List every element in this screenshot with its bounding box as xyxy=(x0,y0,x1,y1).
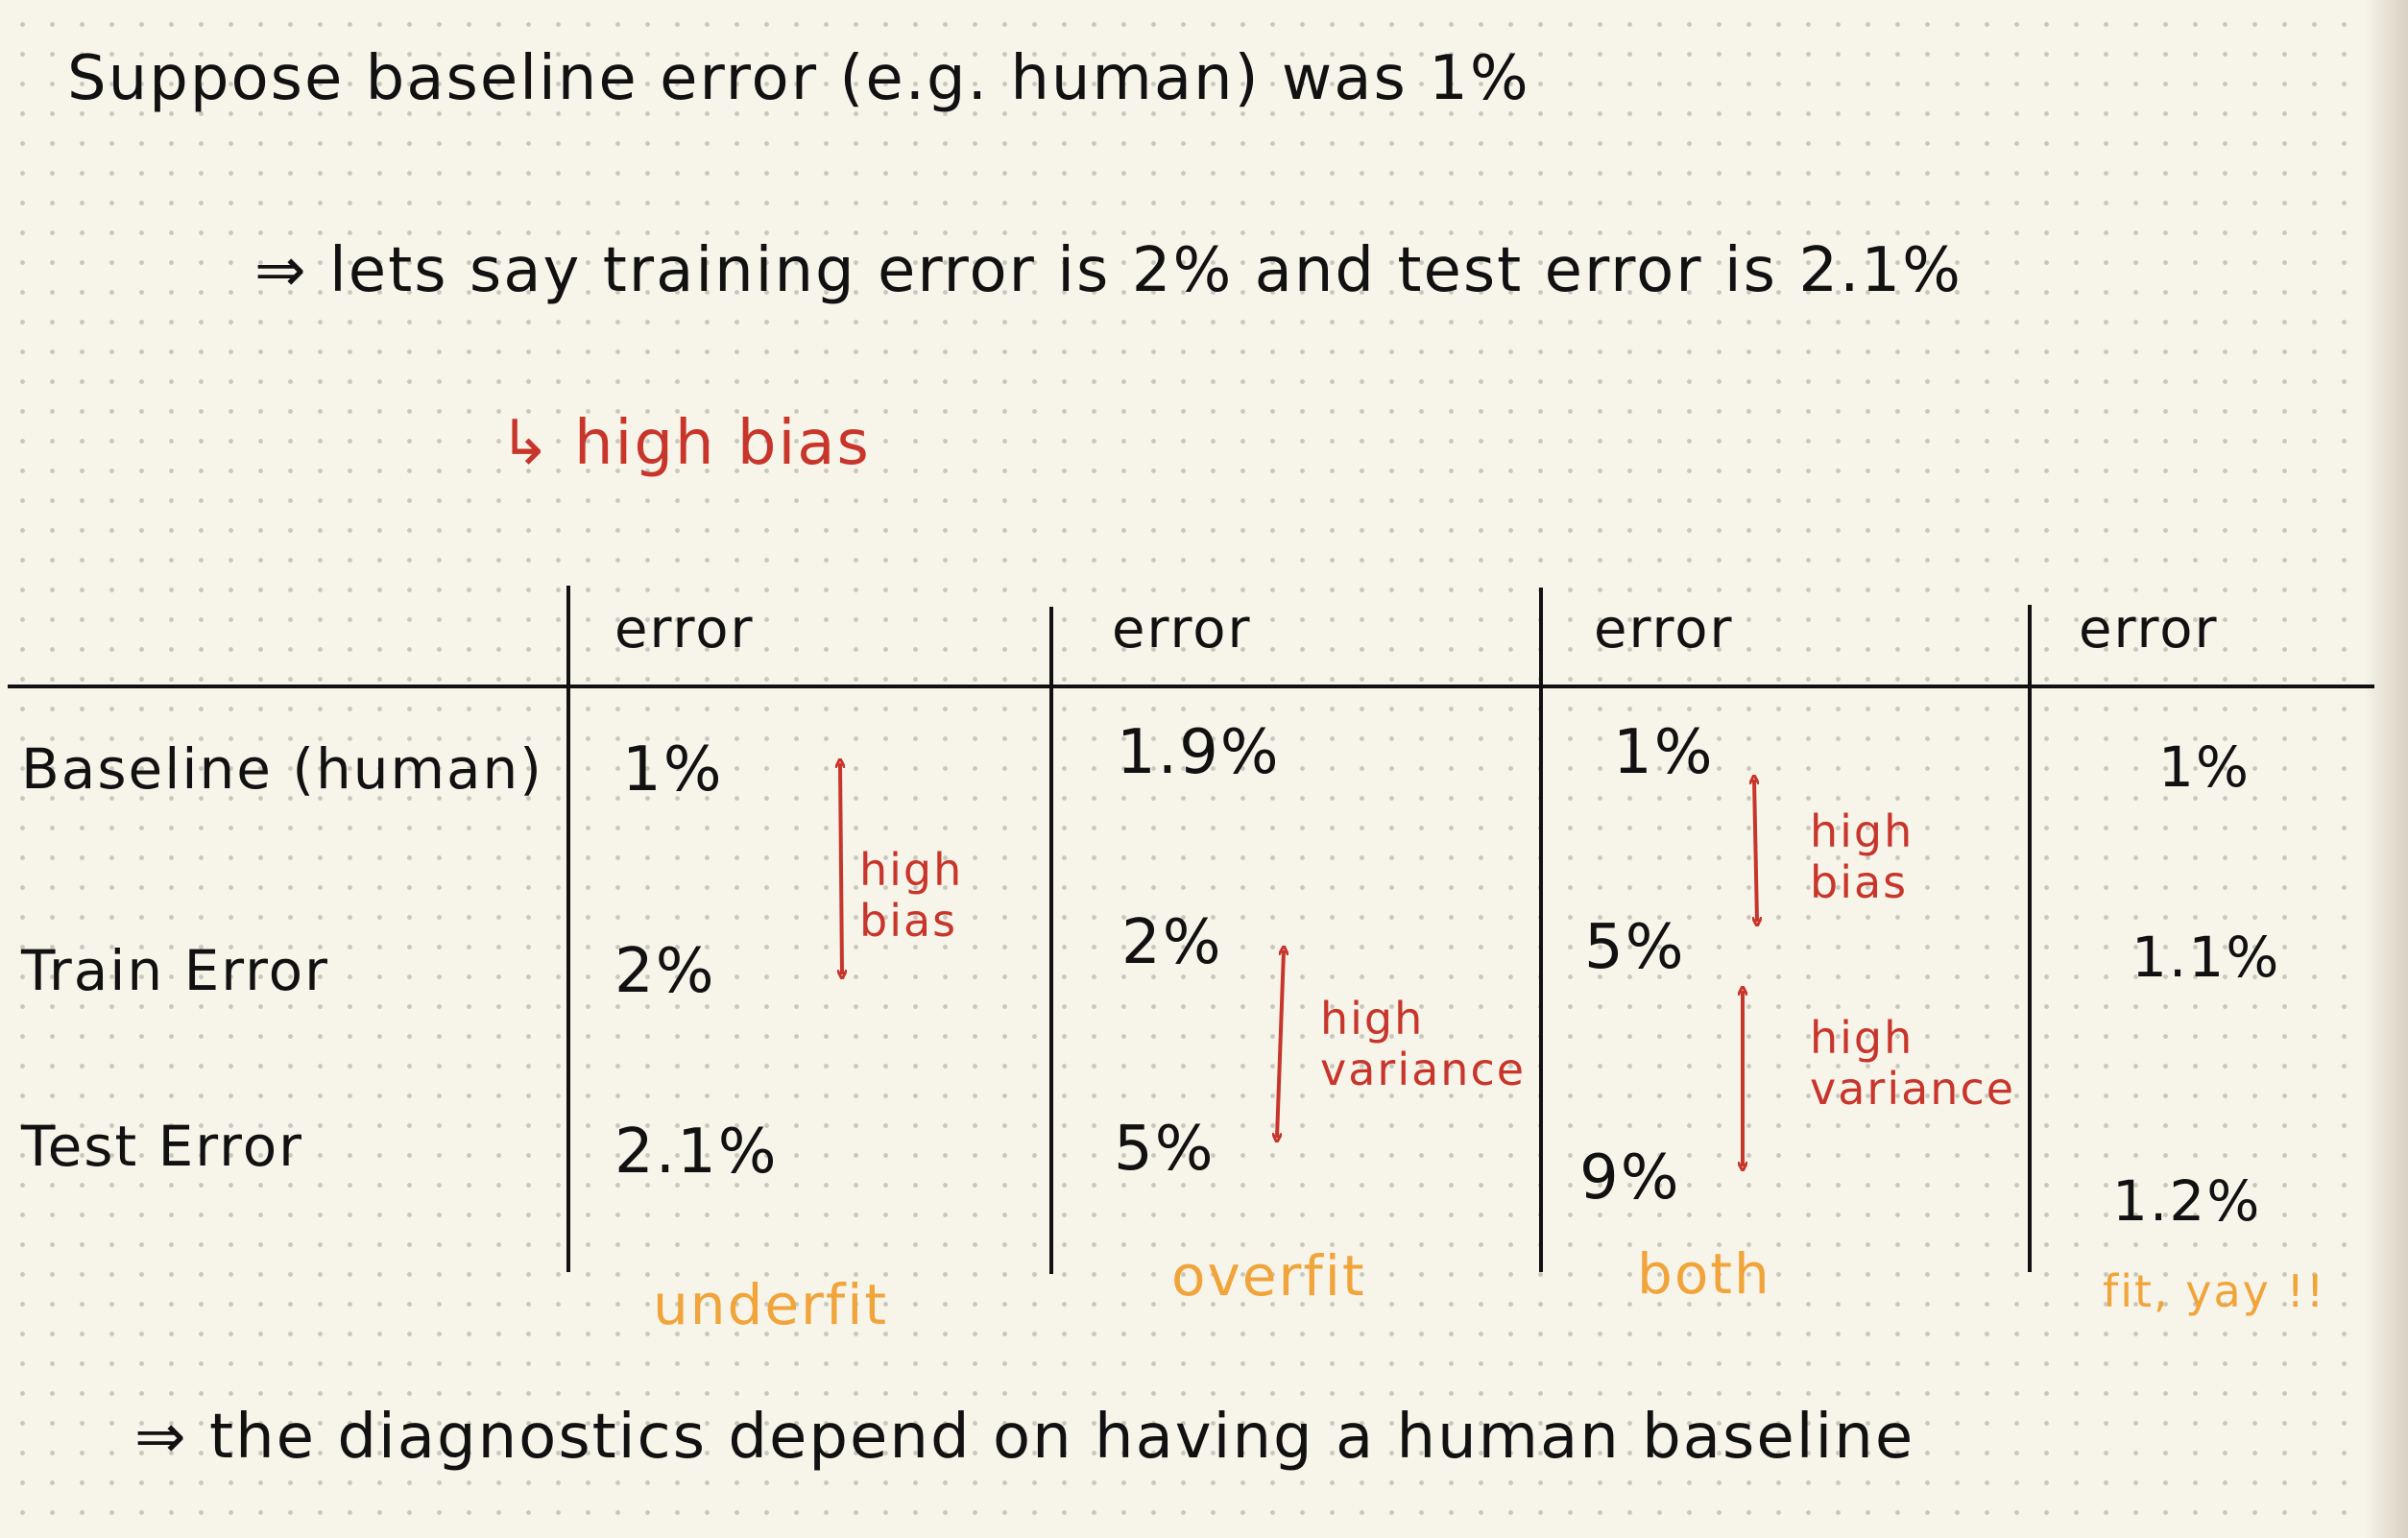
table-column-divider-3 xyxy=(1539,588,1543,1272)
column-2-header: error xyxy=(1112,598,1252,661)
col4-test-value: 1.2% xyxy=(2112,1168,2262,1234)
col2-verdict-overfit: overfit xyxy=(1171,1243,1366,1309)
conclusion-line: ⇒ the diagnostics depend on having a hum… xyxy=(134,1402,1915,1473)
col2-variance-arrow xyxy=(1277,950,1284,1138)
row-label-baseline: Baseline (human) xyxy=(21,736,543,802)
intro-line-training-test: ⇒ lets say training error is 2% and test… xyxy=(254,235,1963,306)
column-4-header: error xyxy=(2079,598,2219,661)
col4-baseline-value: 1% xyxy=(2158,734,2251,800)
col3-train-value: 5% xyxy=(1584,912,1686,983)
col3-baseline-value: 1% xyxy=(1613,717,1715,788)
col3-bias-arrow xyxy=(1754,780,1757,922)
col1-test-value: 2.1% xyxy=(614,1117,779,1188)
column-3-header: error xyxy=(1594,598,1734,661)
col1-high-bias-annotation: high bias xyxy=(859,844,964,947)
intro-line-baseline: Suppose baseline error (e.g. human) was … xyxy=(67,43,1530,114)
row-label-test-error: Test Error xyxy=(21,1114,304,1179)
page-edge xyxy=(2364,0,2408,1538)
col2-baseline-value: 1.9% xyxy=(1117,717,1281,788)
intro-high-bias-note: ↳ high bias xyxy=(499,408,871,479)
col4-verdict-fit: fit, yay !! xyxy=(2103,1265,2326,1317)
col2-test-value: 5% xyxy=(1114,1114,1216,1185)
col2-high-variance-annotation: high variance xyxy=(1320,993,1527,1095)
col1-baseline-value: 1% xyxy=(622,734,724,805)
col4-train-value: 1.1% xyxy=(2131,925,2281,990)
table-header-rule xyxy=(8,685,2374,688)
col3-high-variance-annotation: high variance xyxy=(1810,1012,2016,1115)
col1-train-value: 2% xyxy=(614,936,716,1007)
column-1-header: error xyxy=(614,598,755,661)
col3-verdict-both: both xyxy=(1637,1241,1771,1307)
col2-train-value: 2% xyxy=(1121,907,1223,978)
row-label-train-error: Train Error xyxy=(21,938,329,1003)
col1-bias-arrow xyxy=(840,763,842,974)
col3-high-bias-annotation: high bias xyxy=(1810,805,1914,908)
col3-test-value: 9% xyxy=(1579,1142,1681,1214)
table-column-divider-1 xyxy=(566,586,570,1272)
col1-verdict-underfit: underfit xyxy=(653,1272,889,1337)
table-column-divider-4 xyxy=(2028,605,2032,1272)
table-column-divider-2 xyxy=(1049,607,1053,1274)
